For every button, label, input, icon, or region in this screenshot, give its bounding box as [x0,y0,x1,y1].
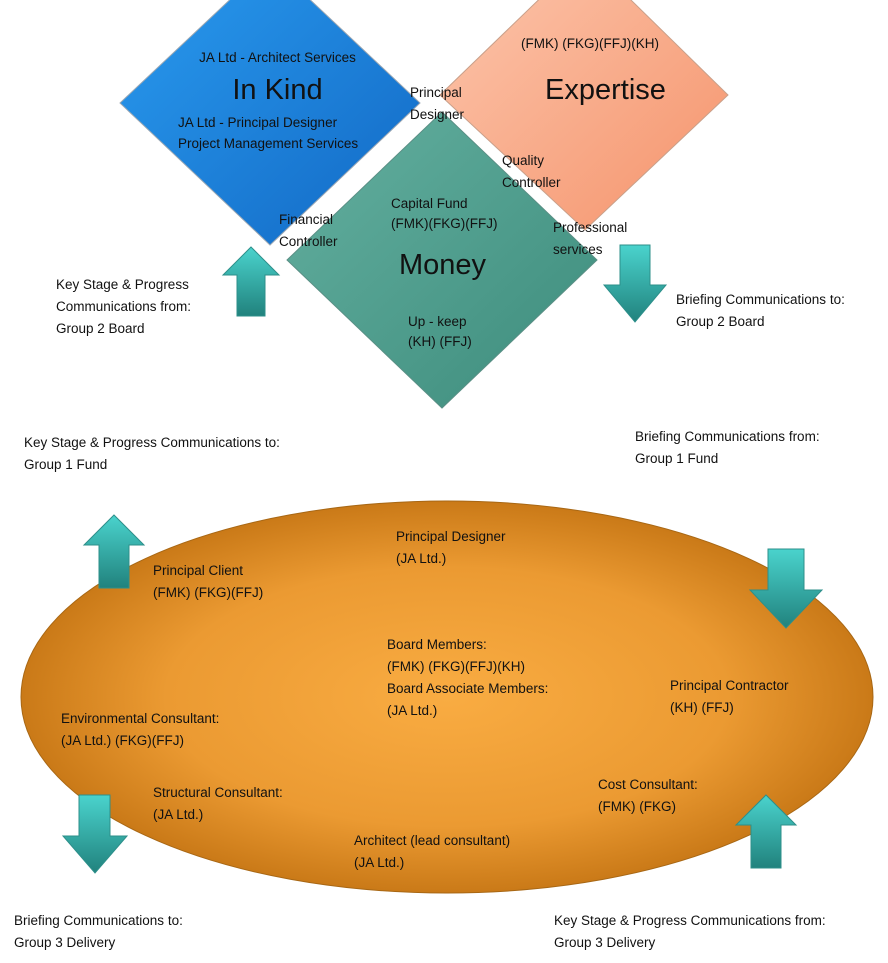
ellipse-structural-consultant: Structural Consultant: (JA Ltd.) [153,785,283,822]
comm-group2-to: Briefing Communications to: Group 2 Boar… [676,292,845,329]
expertise-title: Expertise [545,74,666,106]
ellipse-principal-contractor: Principal Contractor (KH) (FFJ) [670,678,789,715]
ellipse-architect: Architect (lead consultant) (JA Ltd.) [354,833,511,870]
in-kind-title: In Kind [232,74,323,106]
role-quality-controller: Quality Controller [502,153,561,190]
arrow-down-icon [748,548,824,629]
role-principal-designer: Principal Designer [410,85,465,122]
expertise-members: (FMK) (FKG)(FFJ)(KH) [521,36,659,51]
money-capital-label: Capital Fund [391,196,468,211]
arrow-up-icon [82,514,146,589]
role-financial-controller: Financial Controller [279,212,338,249]
money-capital-members: (FMK)(FKG)(FFJ) [391,216,498,231]
arrow-up-icon [221,246,281,317]
arrow-down-icon [602,244,668,323]
money-upkeep-members: (KH) (FFJ) [408,334,472,349]
in-kind-architect-services: JA Ltd - Architect Services [199,50,356,65]
money-title: Money [398,249,487,281]
money-upkeep-label: Up - keep [408,314,467,329]
in-kind-diamond [119,0,421,246]
ellipse-principal-designer: Principal Designer (JA Ltd.) [396,529,506,566]
ellipse-cost-consultant: Cost Consultant: (FMK) (FKG) [598,777,698,814]
group-ellipse [20,500,874,894]
ellipse-environmental-consultant: Environmental Consultant: (JA Ltd.) (FKG… [61,711,220,748]
arrow-down-icon [61,794,129,874]
comm-group3-to: Briefing Communications to: Group 3 Deli… [14,913,183,950]
comm-group3-from: Key Stage & Progress Communications from… [554,913,826,950]
comm-group1-to: Key Stage & Progress Communications to: … [24,435,280,472]
comm-group1-from: Briefing Communications from: Group 1 Fu… [635,429,820,466]
money-diamond [286,111,598,409]
ellipse-board-members: Board Members: (FMK) (FKG)(FFJ)(KH) Boar… [387,637,549,718]
in-kind-principal-designer: JA Ltd - Principal Designer [178,115,338,130]
comm-group2-from: Key Stage & Progress Communications from… [56,277,192,336]
ellipse-principal-client: Principal Client (FMK) (FKG)(FFJ) [153,563,264,600]
arrow-up-icon [734,794,798,869]
in-kind-project-management: Project Management Services [178,136,359,151]
expertise-diamond [439,0,729,231]
role-professional-services: Professional services [553,220,628,257]
